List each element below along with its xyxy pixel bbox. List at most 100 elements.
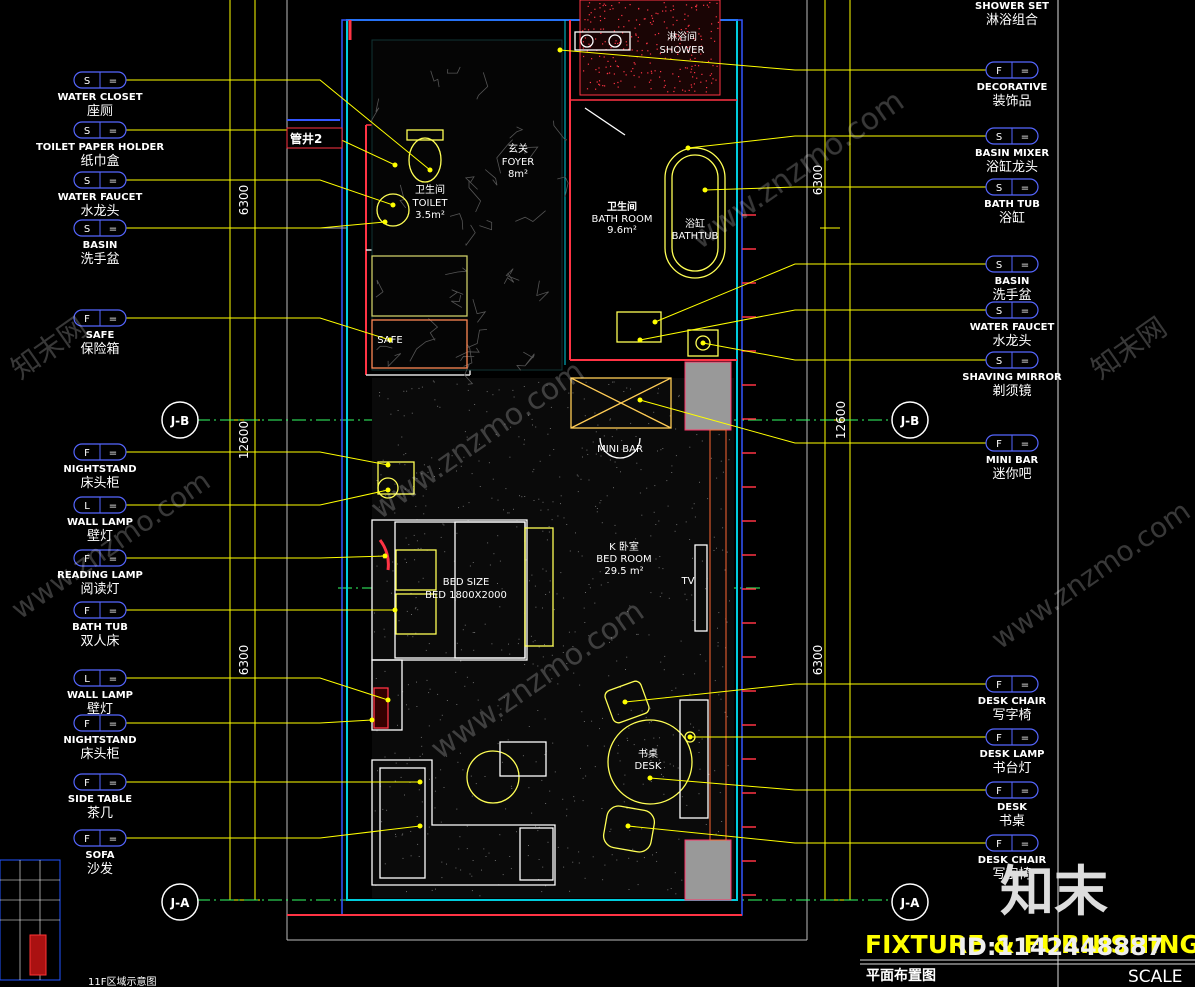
room-labels: 淋浴间 SHOWER 管井2 卫生间 TOILET 3.5m² 玄关 FOYER…	[286, 30, 719, 772]
speckle	[615, 532, 617, 534]
speckle	[387, 398, 389, 400]
speckle	[689, 446, 691, 448]
shower-speckle	[684, 67, 687, 69]
speckle	[574, 800, 576, 802]
speckle	[553, 449, 555, 450]
speckle	[599, 728, 600, 730]
speckle	[415, 607, 417, 609]
shower-speckle	[664, 57, 666, 59]
shower-speckle	[623, 48, 625, 50]
speckle	[443, 524, 445, 526]
speckle	[406, 562, 407, 563]
shower-speckle	[667, 91, 669, 93]
speckle	[508, 512, 510, 514]
shower-speckle	[629, 4, 631, 6]
marble-vein	[445, 267, 468, 275]
speckle	[628, 857, 630, 859]
speckle	[481, 869, 482, 871]
speckle	[471, 473, 473, 475]
shower-speckle	[636, 50, 638, 52]
tag-suffix: =	[109, 448, 117, 459]
speckle	[538, 381, 540, 383]
speckle	[511, 788, 513, 789]
speckle	[678, 394, 680, 396]
tag-code: S	[996, 356, 1002, 367]
speckle	[416, 478, 418, 479]
speckle	[384, 670, 386, 672]
speckle	[428, 826, 430, 828]
speckle	[467, 389, 469, 391]
shower-speckle	[595, 69, 597, 71]
speckle	[635, 538, 637, 540]
marble-vein	[464, 364, 474, 385]
speckle	[469, 873, 471, 875]
speckle	[386, 809, 388, 811]
speckle	[523, 443, 525, 445]
leader-line	[126, 719, 373, 724]
speckle	[510, 785, 512, 787]
shower-speckle	[688, 24, 690, 26]
speckle	[716, 477, 718, 479]
speckle	[689, 539, 691, 540]
speckle	[456, 642, 458, 644]
speckle	[499, 560, 501, 562]
speckle	[471, 890, 473, 892]
shower-speckle	[596, 81, 598, 83]
tag-code: F	[84, 606, 90, 617]
speckle	[637, 633, 639, 635]
speckle	[722, 549, 724, 551]
speckle	[582, 800, 584, 802]
shower-speckle	[686, 67, 688, 69]
fixtures	[371, 31, 726, 886]
shower-speckle	[659, 53, 661, 55]
tag-code: S	[996, 132, 1002, 143]
speckle	[472, 632, 474, 633]
safe-label: SAFE	[377, 335, 402, 346]
speckle	[427, 833, 429, 835]
speckle	[612, 381, 614, 383]
shower-speckle	[679, 43, 681, 45]
speckle	[376, 730, 378, 732]
speckle	[384, 756, 386, 758]
bed-dimension: BED 1800X2000	[425, 590, 507, 601]
watermark-logo-text: 知末	[1000, 860, 1108, 923]
speckle	[611, 637, 612, 639]
speckle	[541, 779, 543, 781]
speckle	[510, 426, 512, 428]
speckle	[422, 495, 424, 497]
speckle	[427, 471, 429, 473]
shower-speckle	[684, 13, 686, 15]
speckle	[509, 653, 511, 655]
shower-speckle	[638, 7, 640, 10]
shower-speckle	[599, 55, 601, 57]
speckle	[462, 769, 464, 771]
speckle	[549, 428, 551, 429]
speckle	[664, 767, 665, 769]
shower-speckle	[710, 58, 712, 60]
speckle	[400, 776, 402, 778]
shower-speckle	[692, 76, 694, 78]
speckle	[552, 501, 554, 503]
tag-label-cn: 浴缸龙头	[986, 159, 1038, 175]
dim-left-top: 6300	[237, 185, 251, 216]
shower-speckle	[679, 68, 681, 70]
speckle	[521, 496, 523, 498]
speckle	[710, 457, 712, 459]
speckle	[394, 512, 396, 514]
speckle	[675, 687, 677, 689]
dim-right-top: 6300	[811, 165, 825, 196]
speckle	[551, 678, 553, 680]
shower-speckle	[716, 2, 718, 4]
leader-line	[654, 263, 986, 323]
speckle	[501, 649, 503, 651]
shower-speckle	[651, 15, 653, 17]
shower-speckle	[700, 38, 703, 41]
watermark-logo: 知末 ID:1142448887	[958, 860, 1163, 961]
speckle	[468, 502, 470, 504]
speckle	[418, 856, 420, 857]
tag-code: F	[84, 834, 90, 845]
